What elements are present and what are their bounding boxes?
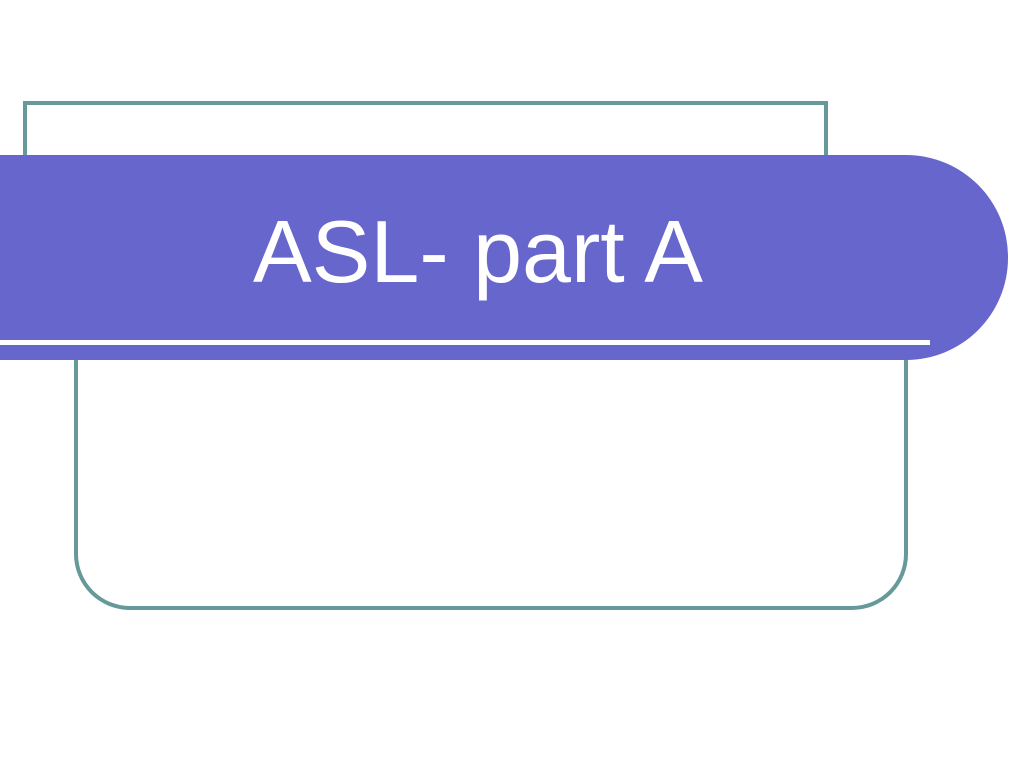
slide-title: ASL- part A xyxy=(252,202,703,301)
title-underline xyxy=(0,340,930,345)
content-frame xyxy=(74,320,908,610)
title-band xyxy=(0,155,1008,360)
